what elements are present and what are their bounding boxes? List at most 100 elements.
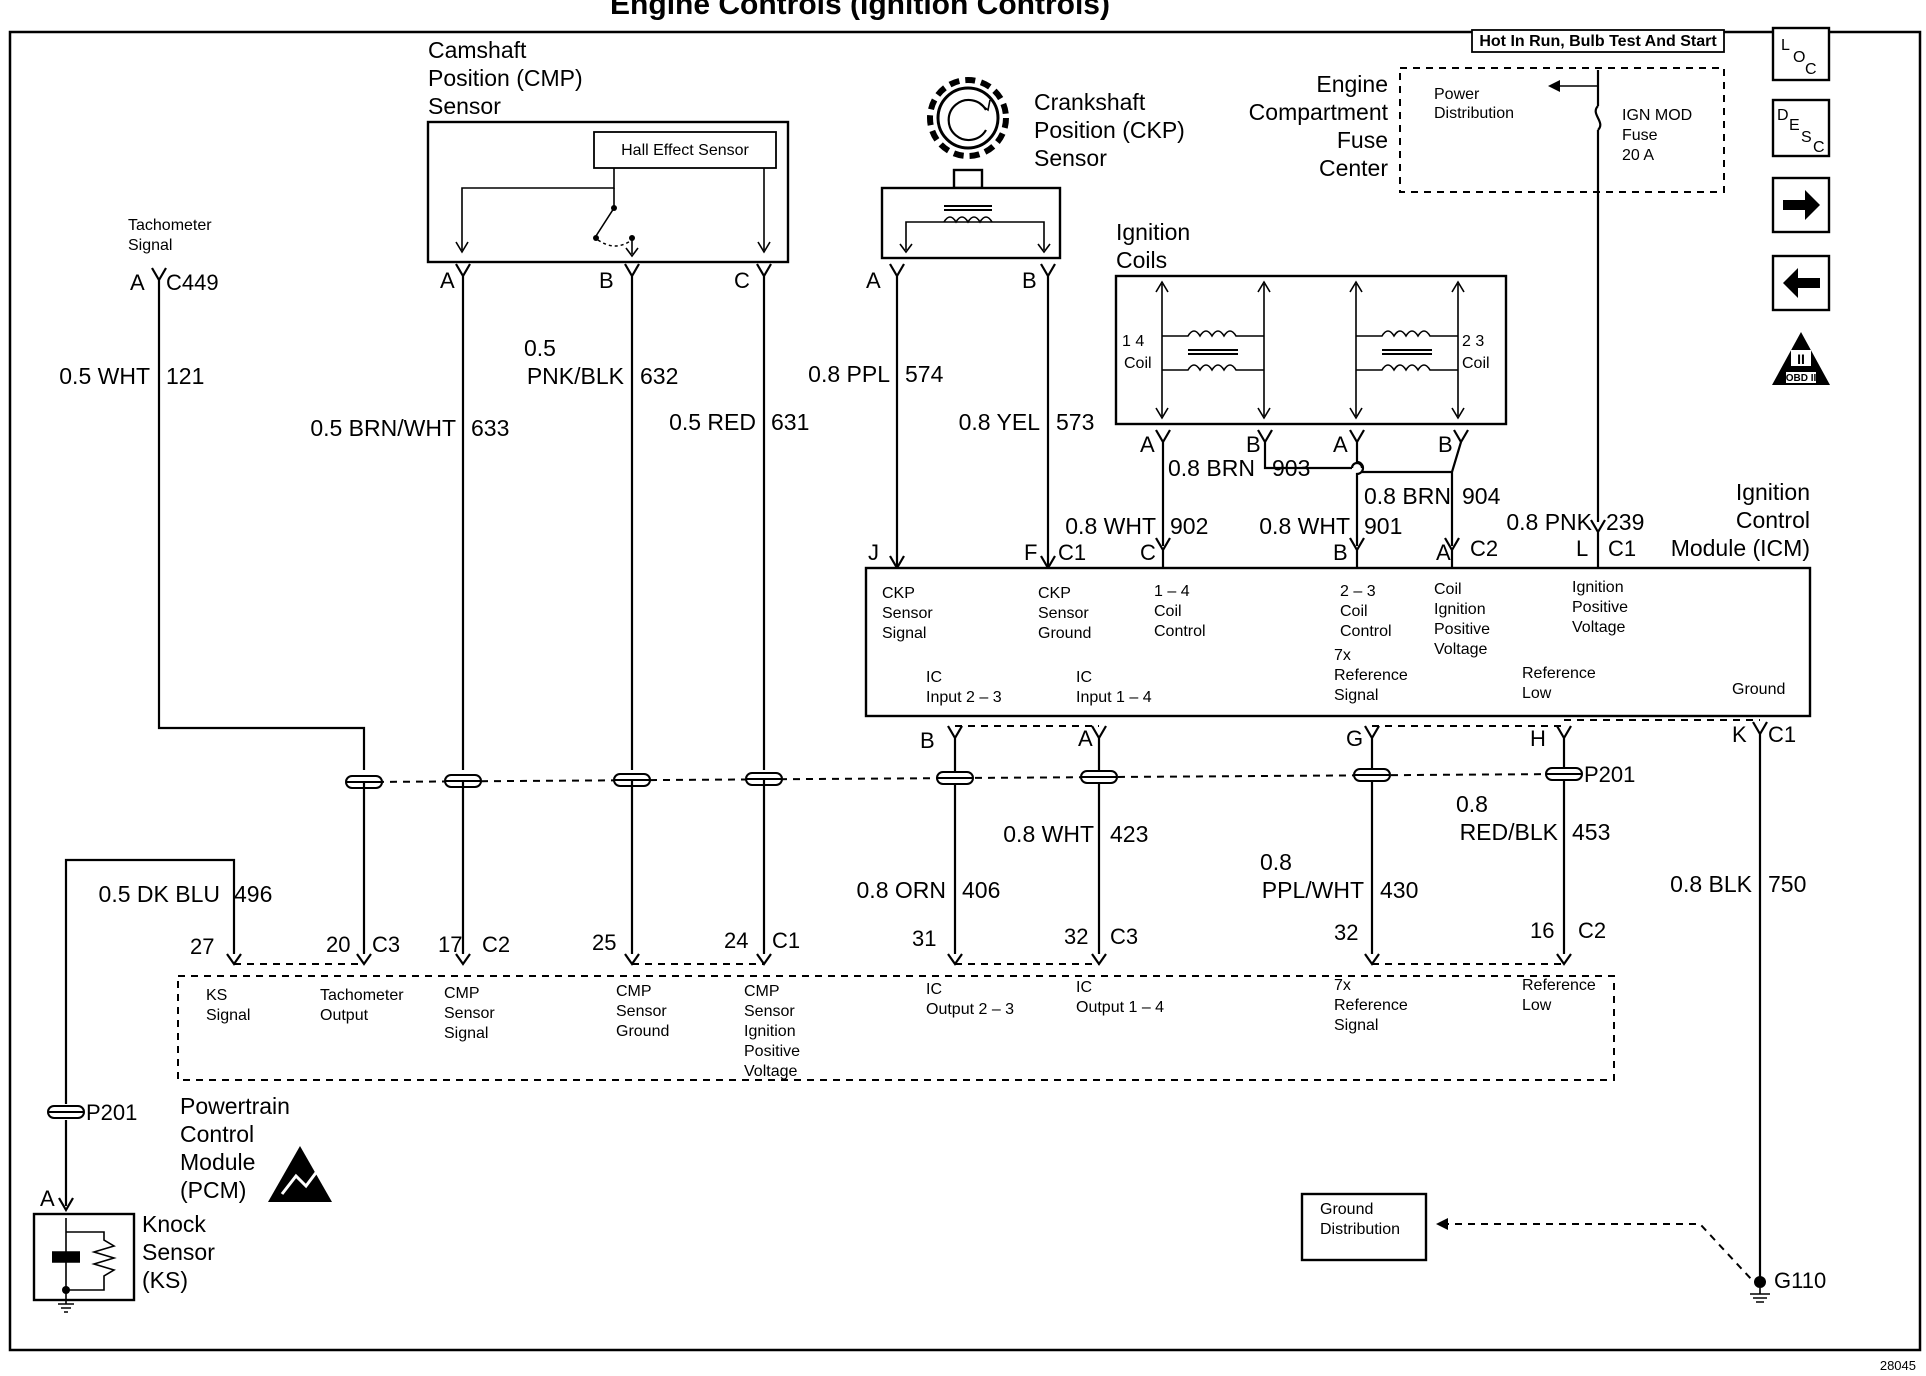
svg-text:PPL/WHT: PPL/WHT xyxy=(1262,877,1364,903)
icm-label-ic-input-2-3: IC Input 2 – 3 xyxy=(926,669,1002,706)
coil-2-3-icon xyxy=(1349,280,1465,420)
pcm-label-reference-low: Reference Low xyxy=(1522,977,1596,1014)
svg-text:632: 632 xyxy=(640,363,678,389)
svg-text:Ground: Ground xyxy=(1320,1201,1373,1218)
svg-text:Output: Output xyxy=(320,1007,369,1024)
svg-text:Coils: Coils xyxy=(1116,247,1167,273)
svg-text:PNK/BLK: PNK/BLK xyxy=(527,363,625,389)
svg-text:0.5 BRN/WHT: 0.5 BRN/WHT xyxy=(310,415,456,441)
svg-text:Voltage: Voltage xyxy=(1572,619,1625,636)
svg-text:Engine: Engine xyxy=(1316,71,1388,97)
svg-text:430: 430 xyxy=(1380,877,1418,903)
svg-text:574: 574 xyxy=(905,361,944,387)
svg-text:Coil: Coil xyxy=(1124,355,1152,372)
svg-text:1 4: 1 4 xyxy=(1122,333,1144,350)
fuse-icon xyxy=(1594,105,1602,131)
svg-text:Signal: Signal xyxy=(1334,687,1378,704)
svg-text:Signal: Signal xyxy=(882,625,926,642)
svg-text:0.8 PNK: 0.8 PNK xyxy=(1506,509,1592,535)
svg-text:Tachometer: Tachometer xyxy=(320,987,404,1004)
crankshaft-gear-icon xyxy=(927,77,1009,159)
svg-text:Output 2 – 3: Output 2 – 3 xyxy=(926,1001,1014,1018)
svg-text:Power: Power xyxy=(1434,86,1480,103)
svg-text:Camshaft: Camshaft xyxy=(428,37,527,63)
svg-text:CKP: CKP xyxy=(1038,585,1071,602)
figure-id: 28045 xyxy=(1880,1358,1916,1373)
svg-text:Low: Low xyxy=(1522,685,1552,702)
svg-text:0.8 WHT: 0.8 WHT xyxy=(1065,513,1156,539)
svg-text:20: 20 xyxy=(326,932,350,957)
svg-text:Signal: Signal xyxy=(206,1007,250,1024)
svg-text:IC: IC xyxy=(926,981,942,998)
icm-label-ground: Ground xyxy=(1732,681,1785,698)
svg-text:0.8 BRN: 0.8 BRN xyxy=(1364,483,1451,509)
power-distribution-label: Power Distribution xyxy=(1434,86,1514,122)
obd-ii-icon[interactable]: II OBD II xyxy=(1772,332,1830,385)
cmp-pin-b: B xyxy=(599,268,614,293)
svg-text:Reference: Reference xyxy=(1522,977,1596,994)
svg-text:Distribution: Distribution xyxy=(1434,105,1514,122)
loc-button[interactable]: L O C xyxy=(1771,26,1831,82)
hall-effect-sensor-label: Hall Effect Sensor xyxy=(621,142,749,159)
svg-text:Tachometer: Tachometer xyxy=(128,217,212,234)
icm-label-coil-1-4: 1 – 4 Coil Control xyxy=(1154,583,1206,640)
wire-631-label: 0.5 RED 631 xyxy=(669,409,809,435)
icm-bottom-pins: B A G H K C1 xyxy=(920,722,1796,753)
svg-text:0.8 ORN: 0.8 ORN xyxy=(857,877,946,903)
desc-button[interactable]: D E S C xyxy=(1771,98,1831,158)
pcm-box xyxy=(177,975,1615,1081)
wire-574-label: 0.8 PPL 574 xyxy=(808,361,943,387)
hall-effect-sensor-box xyxy=(593,131,777,169)
forward-button[interactable] xyxy=(1771,176,1831,234)
svg-text:904: 904 xyxy=(1462,483,1501,509)
svg-text:Sensor: Sensor xyxy=(616,1003,667,1020)
svg-text:Control: Control xyxy=(1154,623,1206,640)
icm-label-ckp-ground: CKP Sensor Ground xyxy=(1038,585,1091,642)
svg-text:901: 901 xyxy=(1364,513,1402,539)
svg-text:CMP: CMP xyxy=(444,985,480,1002)
coil-pin-b-right: B xyxy=(1438,432,1453,457)
svg-text:16: 16 xyxy=(1530,918,1554,943)
wire-430-label: 0.8 PPL/WHT 430 xyxy=(1260,849,1418,903)
tach-connector: C449 xyxy=(166,270,219,295)
svg-text:Positive: Positive xyxy=(1434,621,1490,638)
icm-label-ic-input-1-4: IC Input 1 – 4 xyxy=(1076,669,1152,706)
svg-text:L: L xyxy=(1781,37,1790,54)
tachometer-signal-label: Tachometer Signal xyxy=(128,217,212,254)
svg-text:Coil: Coil xyxy=(1154,603,1182,620)
pcm-title: Powertrain Control Module (PCM) xyxy=(180,1093,290,1203)
svg-text:J: J xyxy=(868,540,879,565)
svg-text:0.8 BLK: 0.8 BLK xyxy=(1670,871,1752,897)
pcm-label-ks-signal: KS Signal xyxy=(206,987,250,1024)
icm-label-coil-2-3: 2 – 3 Coil Control xyxy=(1340,583,1392,640)
pcm-label-7x-reference: 7x Reference Signal xyxy=(1334,977,1408,1034)
svg-text:496: 496 xyxy=(234,881,272,907)
cmp-pin-c: C xyxy=(734,268,750,293)
wire-750-label: 0.8 BLK 750 xyxy=(1670,871,1806,897)
wire-121-label: 0.5 WHT 121 xyxy=(59,363,204,389)
cmp-sensor-title: Camshaft Position (CMP) Sensor xyxy=(428,37,583,119)
svg-text:Sensor: Sensor xyxy=(1038,605,1089,622)
svg-text:0.8 PPL: 0.8 PPL xyxy=(808,361,890,387)
svg-text:C1: C1 xyxy=(1768,722,1796,747)
svg-text:32: 32 xyxy=(1064,924,1088,949)
esd-warning-icon xyxy=(268,1146,332,1202)
svg-text:902: 902 xyxy=(1170,513,1208,539)
knock-pin-a: A xyxy=(40,1186,55,1211)
svg-text:C3: C3 xyxy=(372,932,400,957)
svg-text:L: L xyxy=(1576,536,1588,561)
svg-text:A: A xyxy=(1078,726,1093,751)
svg-text:Sensor: Sensor xyxy=(428,93,501,119)
svg-text:24: 24 xyxy=(724,928,748,953)
svg-text:A: A xyxy=(1140,432,1155,457)
svg-text:Distribution: Distribution xyxy=(1320,1221,1400,1238)
icm-top-pins: J F C1 C B A C2 L C1 xyxy=(868,536,1636,565)
svg-text:633: 633 xyxy=(471,415,509,441)
icm-title: Ignition Control Module (ICM) xyxy=(1671,479,1810,561)
svg-text:C: C xyxy=(734,268,750,293)
svg-text:32: 32 xyxy=(1334,920,1358,945)
svg-text:Sensor: Sensor xyxy=(1034,145,1107,171)
back-button[interactable] xyxy=(1771,254,1831,312)
coil-pin-a-left: A xyxy=(1140,432,1155,457)
